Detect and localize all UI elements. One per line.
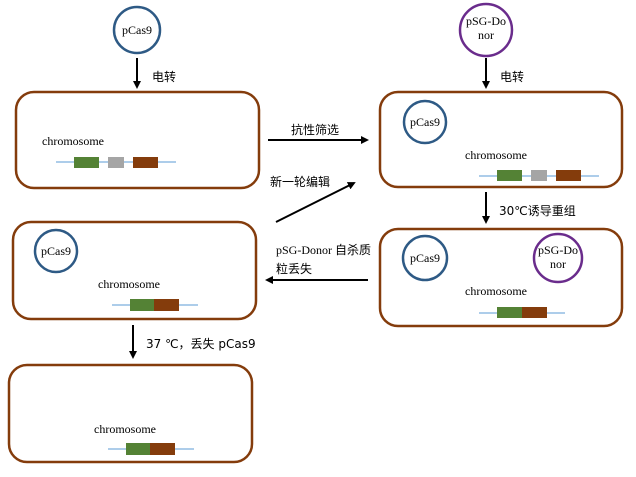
step-label-resistance-screen: 抗性筛选 bbox=[291, 122, 339, 137]
chromosome-label: chromosome bbox=[465, 148, 527, 162]
cell-4: pCas9 chromosome bbox=[11, 220, 258, 321]
chromosome-label: chromosome bbox=[98, 277, 160, 291]
gene-brown bbox=[522, 307, 547, 318]
chromosome-label: chromosome bbox=[94, 422, 156, 436]
plasmid-ring bbox=[112, 5, 162, 55]
plasmid-label-line2: nor bbox=[550, 257, 566, 271]
arrow-diagonal-new-round bbox=[275, 182, 356, 223]
cell-3: pCas9 pSG-Do nor chromosome bbox=[378, 227, 624, 328]
step-label-donor-loss-line1: pSG-Donor 自杀质 bbox=[276, 242, 371, 257]
gene-gray bbox=[531, 170, 547, 181]
plasmid-label-line2: nor bbox=[478, 28, 494, 42]
plasmid-label-line1: pSG-Do bbox=[466, 14, 506, 28]
cell-1: chromosome bbox=[14, 90, 261, 190]
gene-brown bbox=[154, 299, 179, 311]
plasmid-ring bbox=[458, 2, 514, 58]
chromosome-label: chromosome bbox=[42, 134, 104, 148]
plasmid-label: pCas9 bbox=[41, 244, 71, 258]
gene-green bbox=[497, 170, 522, 181]
plasmid-pcas9-top: pCas9 bbox=[112, 5, 162, 55]
step-label-electro-right: 电转 bbox=[500, 69, 524, 84]
gene-brown bbox=[150, 443, 175, 455]
step-label-donor-loss-line2: 粒丢失 bbox=[276, 261, 312, 276]
plasmid-donor bbox=[532, 232, 584, 284]
gene-green bbox=[126, 443, 151, 455]
chromosome-label: chromosome bbox=[465, 284, 527, 298]
plasmid-label: pCas9 bbox=[410, 251, 440, 265]
step-label-induce-recombination: 30℃诱导重组 bbox=[499, 204, 576, 218]
plasmid-label: pCas9 bbox=[122, 23, 152, 37]
plasmid-donor-top: pSG-Do nor bbox=[458, 2, 514, 58]
gene-brown bbox=[133, 157, 158, 168]
cell-border bbox=[7, 363, 254, 464]
plasmid-pcas9 bbox=[33, 228, 79, 274]
step-label-new-round: 新一轮编辑 bbox=[270, 174, 330, 189]
cell-5: chromosome bbox=[7, 363, 254, 464]
step-label-electro-left: 电转 bbox=[152, 69, 176, 84]
plasmid-label-line1: pSG-Do bbox=[538, 243, 578, 257]
step-label-lose-pcas9: 37 ℃，丢失 pCas9 bbox=[146, 336, 256, 351]
plasmid-label: pCas9 bbox=[410, 115, 440, 129]
gene-gray bbox=[108, 157, 124, 168]
plasmid-pcas9 bbox=[402, 99, 448, 145]
gene-brown bbox=[556, 170, 581, 181]
gene-green bbox=[497, 307, 522, 318]
cell-2: pCas9 chromosome bbox=[378, 90, 624, 189]
gene-green bbox=[130, 299, 155, 311]
gene-green bbox=[74, 157, 99, 168]
plasmid-pcas9 bbox=[401, 234, 449, 282]
